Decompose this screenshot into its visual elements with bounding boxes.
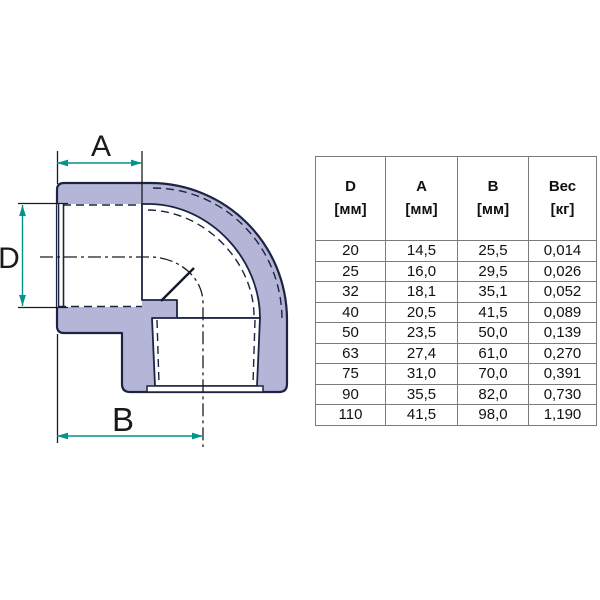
table-cell: 41,5 xyxy=(385,404,458,426)
column-label: A xyxy=(416,178,427,195)
table-cell: 0,730 xyxy=(528,383,597,405)
table-cell: 40 xyxy=(315,301,386,323)
table-cell: 61,0 xyxy=(457,342,529,364)
table-cell: 27,4 xyxy=(385,342,458,364)
bottom-socket-bore xyxy=(151,317,261,387)
dim-label-b: B xyxy=(112,401,134,438)
table-cell: 25 xyxy=(315,260,386,282)
table-cell: 18,1 xyxy=(385,281,458,303)
column-unit: [кг] xyxy=(550,200,575,218)
table-cell: 20,5 xyxy=(385,301,458,323)
spec-table-head: D [мм] A [мм] B [мм] Вес [кг] xyxy=(315,156,597,241)
table-cell: 50 xyxy=(315,322,386,344)
table-cell: 41,5 xyxy=(457,301,529,323)
table-cell: 1,190 xyxy=(528,404,597,426)
inner-bend-hidden-line xyxy=(147,209,255,317)
table-cell: 82,0 xyxy=(457,383,529,405)
dim-label-a: A xyxy=(91,130,111,163)
dim-label-d: D xyxy=(0,242,20,275)
table-cell: 25,5 xyxy=(457,240,529,262)
table-cell: 35,1 xyxy=(457,281,529,303)
dim-a-arrow-right xyxy=(131,159,142,167)
column-header: D [мм] xyxy=(315,156,386,241)
table-cell: 0,391 xyxy=(528,363,597,385)
table-cell: 16,0 xyxy=(385,260,458,282)
table-cell: 0,014 xyxy=(528,240,597,262)
table-cell: 110 xyxy=(315,404,386,426)
table-cell: 29,5 xyxy=(457,260,529,282)
dim-d-arrow-top xyxy=(19,205,26,216)
column-header: B [мм] xyxy=(457,156,529,241)
bottom-socket-rim xyxy=(146,385,264,393)
table-cell: 90 xyxy=(315,383,386,405)
column-label: B xyxy=(487,178,499,195)
column-header: Вес [кг] xyxy=(528,156,597,241)
column-unit: [мм] xyxy=(334,200,367,218)
table-cell: 31,0 xyxy=(385,363,458,385)
table-cell: 20 xyxy=(315,240,386,262)
column-label: Вес xyxy=(548,178,577,195)
column-unit: [мм] xyxy=(405,200,438,218)
dim-b-arrow-right xyxy=(192,432,203,440)
header-row: D [мм] A [мм] B [мм] Вес [кг] xyxy=(315,156,597,241)
socket-side-hidden-edge xyxy=(156,319,160,385)
dim-b-arrow-left xyxy=(57,432,68,440)
chamfer-line xyxy=(160,267,195,302)
table-cell: 0,089 xyxy=(528,301,597,323)
table-cell: 70,0 xyxy=(457,363,529,385)
table-cell: 14,5 xyxy=(385,240,458,262)
table-cell: 0,026 xyxy=(528,260,597,282)
table-cell: 0,139 xyxy=(528,322,597,344)
table-cell: 32 xyxy=(315,281,386,303)
table-cell: 63 xyxy=(315,342,386,364)
left-socket-bore xyxy=(57,204,142,307)
table-cell: 98,0 xyxy=(457,404,529,426)
column-header: A [мм] xyxy=(385,156,458,241)
table-cell: 0,270 xyxy=(528,342,597,364)
table-cell: 50,0 xyxy=(457,322,529,344)
table-cell: 75 xyxy=(315,363,386,385)
dim-d-arrow-bottom xyxy=(19,295,26,306)
outer-bend-hidden-line xyxy=(152,187,283,321)
column-label: D xyxy=(345,178,356,195)
socket-side-hidden-edge xyxy=(252,319,256,385)
table-cell: 23,5 xyxy=(385,322,458,344)
column-unit: [мм] xyxy=(476,200,510,218)
table-cell: 35,5 xyxy=(385,383,458,405)
table-cell: 0,052 xyxy=(528,281,597,303)
centerline xyxy=(40,256,204,447)
dim-a-arrow-left xyxy=(57,159,68,167)
